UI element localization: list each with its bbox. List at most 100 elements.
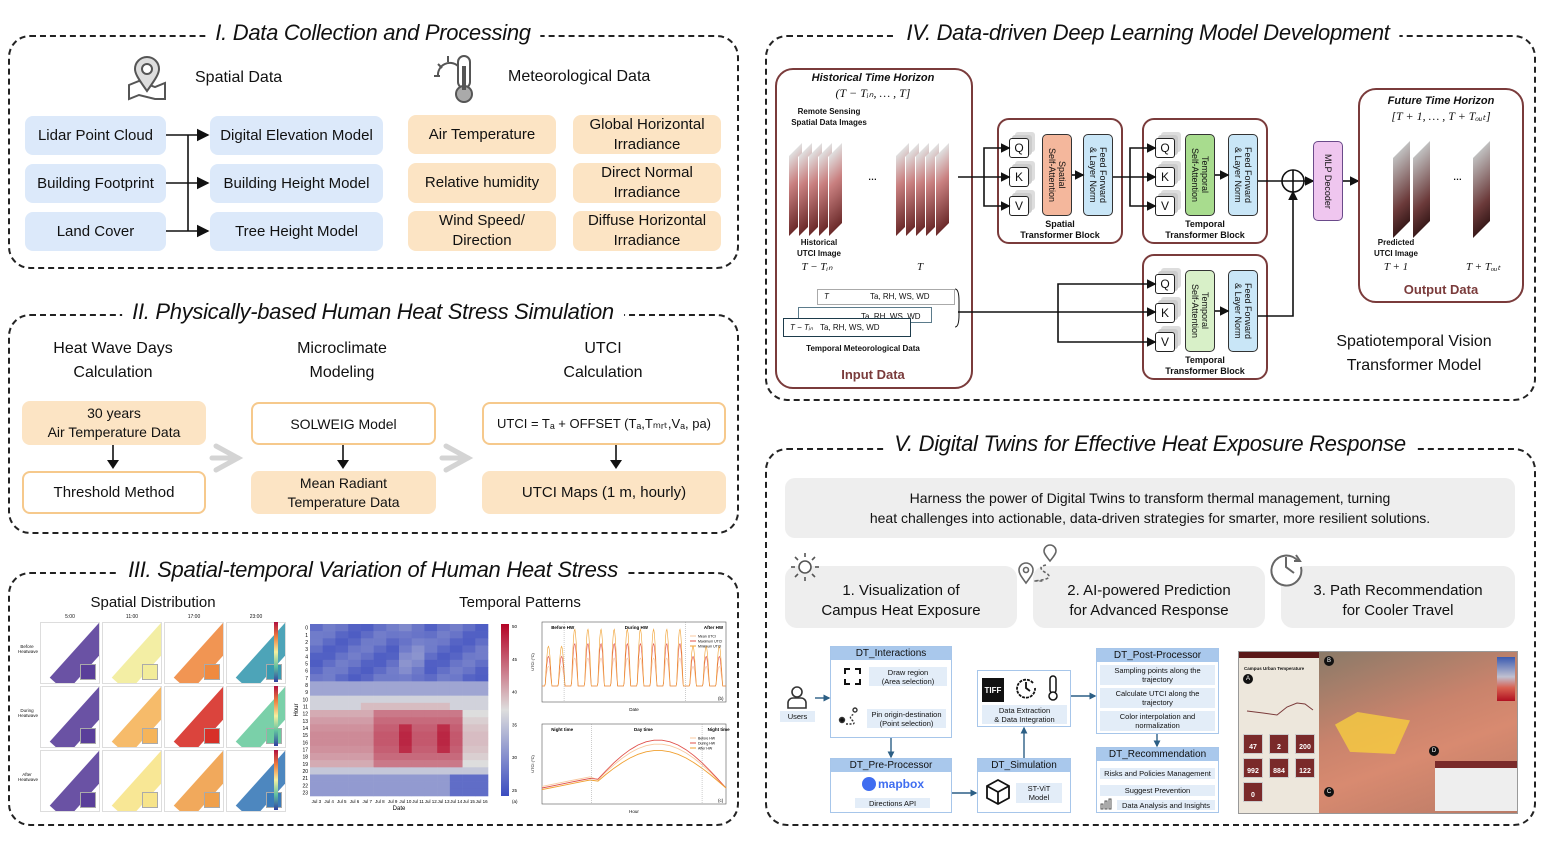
heatmap-cell — [335, 681, 349, 689]
building-footprint-box: Building Footprint — [25, 164, 166, 203]
heatmap-cell — [462, 717, 476, 725]
heatmap-cell — [322, 688, 336, 696]
heatmap-cell — [449, 645, 463, 653]
heatmap-cell — [310, 788, 324, 797]
heatmap-cell — [386, 738, 400, 747]
microclimate-heading: Microclimate Modeling — [297, 340, 387, 381]
heatmap-cell — [424, 688, 438, 696]
heatmap-cell — [475, 702, 489, 711]
heatmap-cell — [437, 738, 451, 747]
heatmap-cell — [360, 710, 374, 718]
pin-route-icon — [838, 707, 858, 725]
heatmap-cell — [335, 688, 349, 696]
heatmap-cell — [322, 638, 336, 646]
heatmap-cell — [437, 788, 451, 797]
utci-map-panel — [102, 750, 162, 812]
map-row-label: Before Heatwave — [18, 644, 39, 654]
heatmap-cell — [310, 724, 324, 732]
heatmap-cell — [399, 667, 413, 675]
stat-tile: 122 — [1295, 758, 1315, 778]
feed-forward: Feed Forward & Layer Norm — [1228, 134, 1258, 216]
met-data-label: Temporal Meteorological Data — [806, 344, 920, 353]
heatmap-cell — [386, 695, 400, 704]
heatmap-cell — [475, 767, 489, 775]
heatmap-cell — [373, 760, 387, 768]
heatmap-cell — [424, 674, 438, 682]
heatmap-cell — [310, 681, 324, 689]
heatmap-cell — [322, 788, 336, 797]
heatmap-cell — [437, 667, 451, 675]
heatmap-cell — [386, 645, 400, 653]
heatmap-cell — [449, 688, 463, 696]
heatmap-cell — [424, 681, 438, 689]
heatmap-cell — [411, 638, 425, 646]
heatmap-cell — [399, 745, 413, 754]
heatmap-cell — [411, 788, 425, 797]
x-axis-label: Hour — [629, 809, 639, 814]
panel-label: (a) — [512, 799, 518, 804]
heatmap-cell — [310, 738, 324, 747]
heatmap-cell — [310, 753, 324, 761]
date-tick: Jul 14 — [450, 799, 463, 804]
heatmap-cell — [411, 781, 425, 790]
heatmap-cell — [399, 760, 413, 768]
utci-legend — [1497, 657, 1515, 701]
heatmap-cell — [322, 738, 336, 747]
map-colorbar — [274, 750, 278, 810]
heatmap-cell — [310, 717, 324, 725]
hour-tick: 5 — [305, 662, 308, 668]
hour-tick: 21 — [302, 776, 308, 782]
stat-tile: 884 — [1269, 758, 1289, 778]
heatmap-cell — [475, 631, 489, 639]
heatmap-cell — [360, 659, 374, 668]
met-time: T − Tᵢₙ — [790, 323, 814, 332]
heatmap-cell — [322, 753, 336, 761]
legend-entry: Before HW — [698, 737, 716, 741]
card-visualization: 1. Visualization of Campus Heat Exposure — [785, 566, 1017, 628]
heatmap-cell — [399, 688, 413, 696]
map-row-label: During Heatwave — [18, 708, 39, 718]
heatmap-cell — [360, 667, 374, 675]
heatmap-cell — [348, 788, 362, 797]
heatmap-cell — [335, 738, 349, 747]
heatmap-cell — [424, 667, 438, 675]
heatmap-cell — [322, 645, 336, 653]
dt-interactions: DT_Interactions — [830, 646, 952, 738]
heatmap-cell — [424, 624, 438, 632]
thermometer-sun-icon — [434, 55, 473, 103]
hour-tick: 12 — [302, 712, 308, 718]
date-tick: Jul 3 — [312, 799, 322, 804]
heatmap-cell — [424, 788, 438, 797]
heatmap-cell — [424, 724, 438, 732]
heatmap-cell — [449, 624, 463, 632]
heatmap-cell — [411, 760, 425, 768]
colorbar-tick: 30 — [512, 755, 518, 760]
heatmap-cell — [322, 652, 336, 661]
date-tick: Jul 6 — [350, 799, 360, 804]
heatmap-cell — [449, 659, 463, 668]
heatmap-cell — [424, 731, 438, 739]
utci-map-panel — [164, 686, 224, 748]
map-time-label: 5:00 — [65, 614, 75, 620]
section-5-title: V. Digital Twins for Effective Heat Expo… — [884, 431, 1416, 457]
heatmap-cell — [335, 695, 349, 704]
heatmap-cell — [322, 631, 336, 639]
heatmap-cell — [386, 624, 400, 632]
date-tick: Jul 4 — [324, 799, 334, 804]
heatmap-cell — [322, 659, 336, 668]
heatmap-cell — [437, 638, 451, 646]
heatmap-cell — [335, 788, 349, 797]
predicted-utci-label: Predicted UTCI Image — [1373, 238, 1419, 258]
heatmap-cell — [348, 760, 362, 768]
heatmap-cell — [310, 731, 324, 739]
heatmap-cell — [322, 674, 336, 682]
heatmap-cell — [348, 681, 362, 689]
heatmap-cell — [424, 745, 438, 754]
spatial-distribution-heading: Spatial Distribution — [90, 594, 216, 611]
heatmap-cell — [424, 652, 438, 661]
hour-tick: 6 — [305, 669, 308, 675]
heatmap-cell — [335, 631, 349, 639]
heatmap-cell — [462, 659, 476, 668]
heatmap-cell — [462, 745, 476, 754]
